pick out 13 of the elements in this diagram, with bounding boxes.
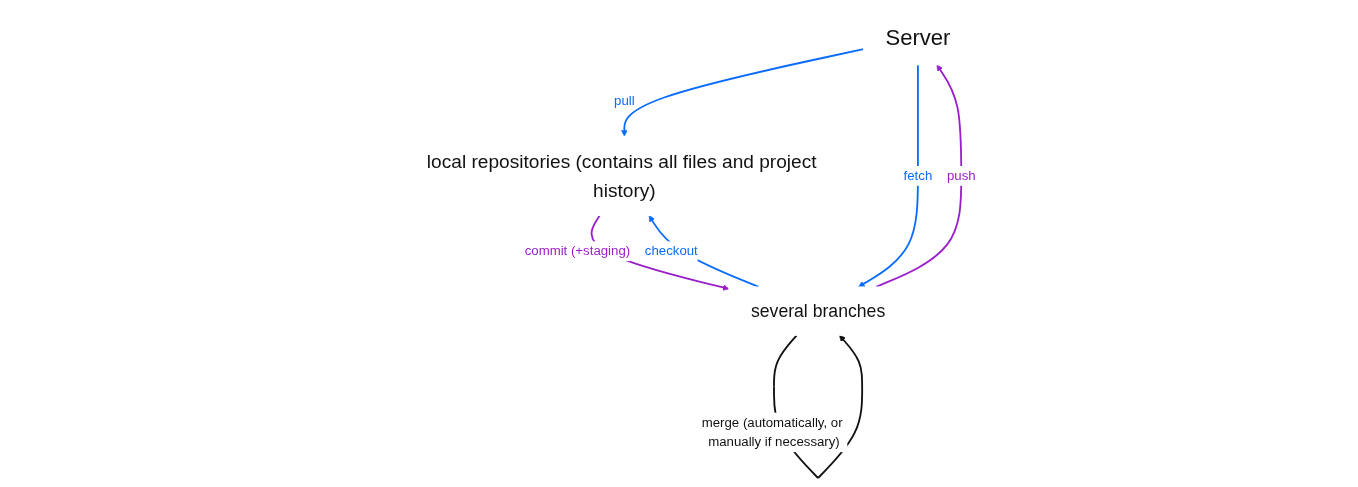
edge-label: checkout xyxy=(645,243,699,258)
edge-label: merge (automatically, or manually if necessary) xyxy=(701,414,843,449)
arrow xyxy=(858,63,920,287)
arrow xyxy=(621,47,865,137)
edge-label: pull xyxy=(614,92,635,108)
edge-label: push xyxy=(947,167,976,183)
edge-label: commit (+staging) xyxy=(524,243,631,258)
arrow xyxy=(590,214,730,291)
node-text: several branches xyxy=(751,300,886,321)
node-text: local repositories (contains all files and project history) xyxy=(427,149,817,201)
edge-label: fetch xyxy=(903,167,933,183)
arrow xyxy=(875,64,963,288)
node-text: Server xyxy=(885,24,951,50)
